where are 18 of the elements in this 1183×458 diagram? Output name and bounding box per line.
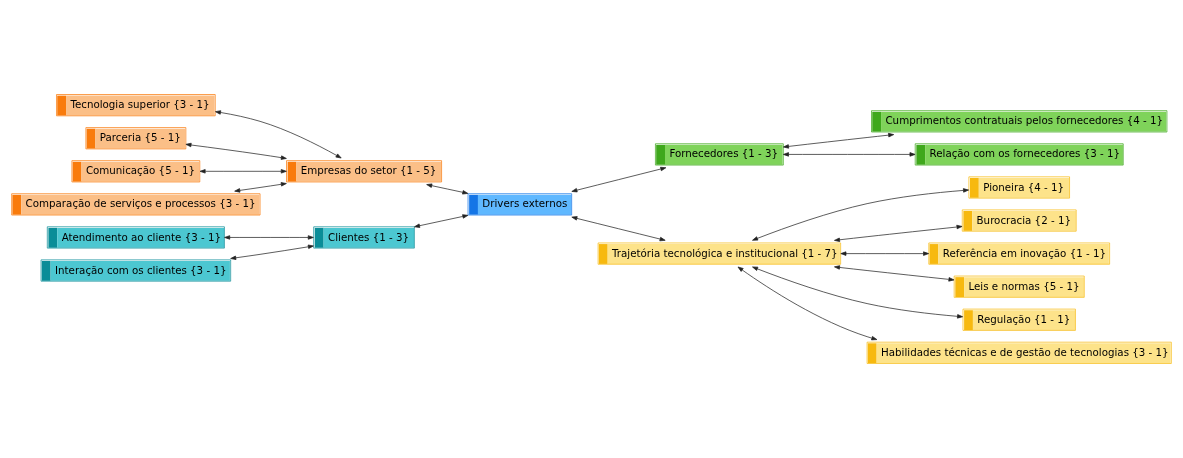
arrow <box>737 266 878 341</box>
arrow <box>571 166 667 193</box>
arrow <box>234 182 287 193</box>
arrow <box>783 152 916 157</box>
arrow <box>224 235 314 240</box>
arrow <box>230 244 314 260</box>
arrow <box>215 110 342 159</box>
arrow <box>752 266 963 319</box>
arrow <box>752 188 969 241</box>
arrow <box>571 216 666 242</box>
arrow <box>185 142 287 160</box>
arrow <box>426 183 469 195</box>
arrow <box>783 132 895 149</box>
arrow <box>199 169 287 174</box>
arrow <box>414 214 469 228</box>
arrow <box>840 251 929 256</box>
arrow <box>834 265 955 282</box>
arrow <box>834 224 963 242</box>
